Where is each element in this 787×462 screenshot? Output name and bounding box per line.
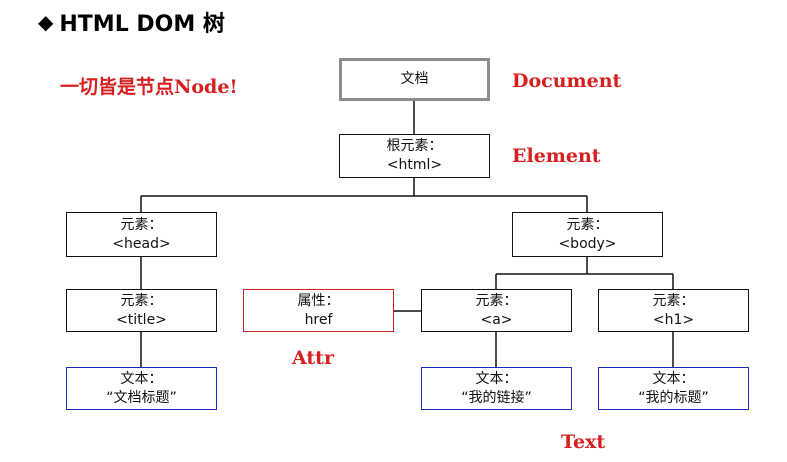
node-type: 文本： — [475, 370, 518, 387]
node-value: <html> — [386, 157, 443, 173]
label-text: Text — [561, 431, 606, 453]
node-type: 文本： — [120, 370, 163, 387]
node-html: 根元素： <html> — [339, 134, 490, 178]
node-value: href — [304, 311, 333, 328]
node-value: <a> — [480, 311, 513, 328]
slogan: 一切皆是节点Node! — [60, 76, 238, 98]
node-value: <title> — [116, 311, 167, 328]
node-type: 元素： — [120, 292, 163, 309]
node-type: 属性： — [297, 292, 340, 309]
node-value: “我的标题” — [638, 389, 709, 406]
node-type: 元素： — [566, 216, 609, 233]
node-document: 文档 — [339, 58, 490, 101]
node-type: 元素： — [120, 216, 163, 233]
label-element: Element — [512, 145, 601, 167]
node-head: 元素： <head> — [66, 212, 217, 257]
node-type: 元素： — [475, 292, 518, 309]
node-text-title: 文本： “文档标题” — [66, 367, 217, 410]
label-document: Document — [512, 70, 622, 92]
node-h1: 元素： <h1> — [598, 289, 749, 332]
node-a: 元素： <a> — [421, 289, 572, 332]
node-type: 元素： — [652, 292, 695, 309]
diamond-icon: ◆ — [38, 10, 54, 34]
node-title: 元素： <title> — [66, 289, 217, 332]
page-title: ◆ HTML DOM 树 — [38, 6, 225, 38]
node-body: 元素： <body> — [512, 212, 663, 257]
node-type: 根元素： — [386, 138, 443, 154]
node-value: <head> — [112, 235, 171, 252]
node-value: “我的链接” — [461, 389, 532, 406]
node-attr-href: 属性： href — [243, 289, 394, 332]
node-type: 文本： — [652, 370, 695, 387]
node-value: <body> — [558, 235, 617, 252]
label-attr: Attr — [292, 347, 334, 369]
title-text: HTML DOM 树 — [59, 12, 225, 37]
node-text-link: 文本： “我的链接” — [421, 367, 572, 410]
node-value: <h1> — [652, 311, 695, 328]
node-text-h1: 文本： “我的标题” — [598, 367, 749, 410]
node-value: “文档标题” — [106, 389, 177, 406]
node-label: 文档 — [400, 71, 429, 87]
